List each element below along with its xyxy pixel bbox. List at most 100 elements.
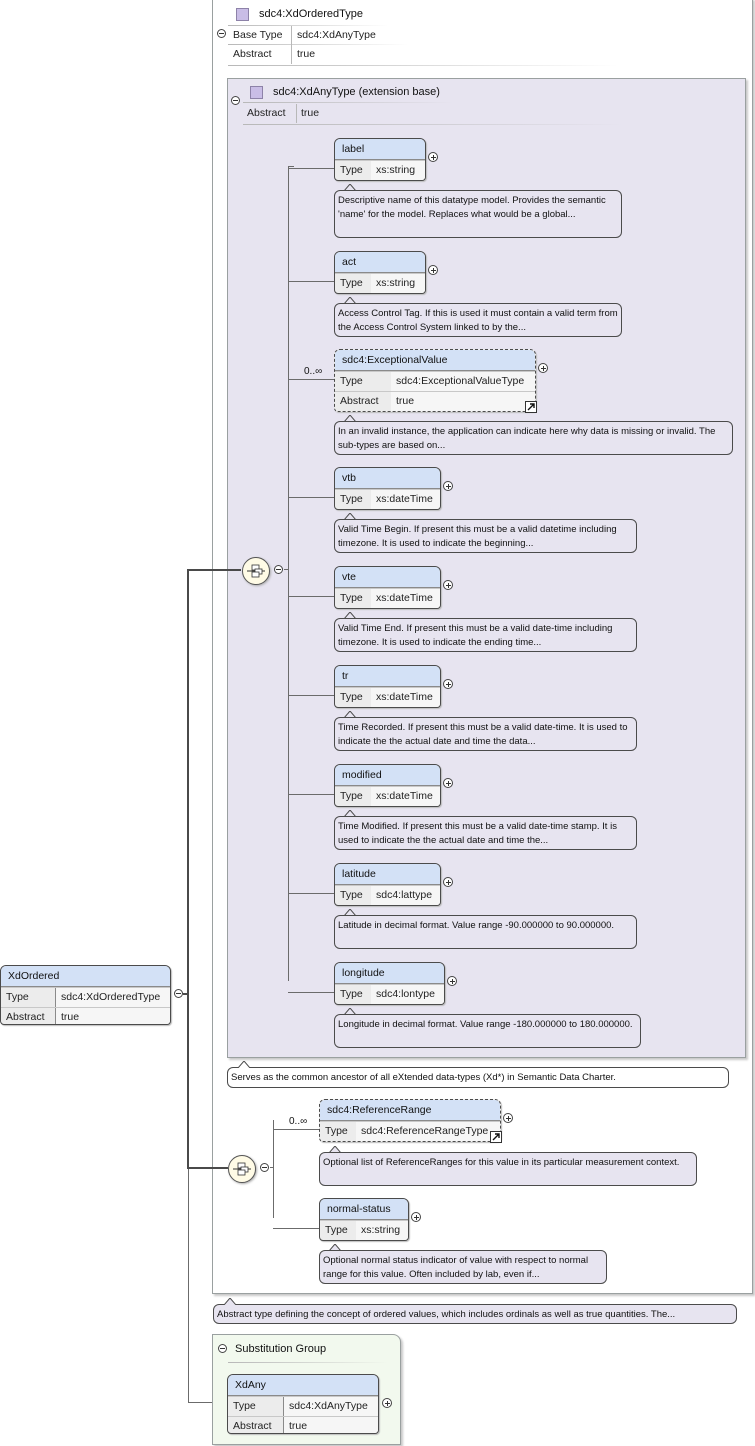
complex-type-icon — [250, 86, 263, 99]
expand-icon[interactable] — [538, 363, 548, 373]
child-element-box[interactable]: longitude Type sdc4:lontype — [334, 962, 445, 1005]
abstract-label: Abstract — [228, 1417, 284, 1433]
child-element-box[interactable]: modified Type xs:dateTime — [334, 764, 441, 807]
expand-icon[interactable] — [447, 976, 457, 986]
root-element-name: XdOrdered — [1, 966, 170, 987]
element-documentation: Valid Time End. If present this must be … — [334, 618, 637, 652]
type-label: Type — [320, 1221, 357, 1240]
expand-type-icon[interactable] — [525, 401, 537, 413]
element-name: latitude — [335, 864, 440, 885]
connector-line — [273, 1129, 319, 1130]
type-label: Type — [335, 372, 392, 391]
type-row: Type xs:dateTime — [335, 489, 440, 509]
doc-notch — [344, 1008, 356, 1015]
abstract-value: true — [391, 392, 535, 411]
type-value: sdc4:ExceptionalValueType — [391, 372, 535, 391]
abstract-value: true — [56, 1008, 170, 1024]
element-documentation: Time Recorded. If present this must be a… — [334, 717, 637, 751]
abstract-label: Abstract — [233, 48, 272, 60]
child-element-box[interactable]: sdc4:ExceptionalValue Type sdc4:Exceptio… — [334, 349, 536, 412]
connector-line — [187, 569, 241, 571]
doc-notch — [344, 184, 356, 191]
element-documentation: Optional list of ReferenceRanges for thi… — [319, 1152, 697, 1186]
type-value: xs:string — [371, 274, 425, 293]
root-element-box[interactable]: XdOrdered Type sdc4:XdOrderedType Abstra… — [0, 965, 171, 1025]
separator — [228, 44, 408, 45]
ordered-type-title: sdc4:XdOrderedType — [259, 8, 363, 20]
separator — [228, 25, 388, 26]
type-row: Type xs:string — [335, 160, 425, 180]
child-element-box[interactable]: tr Type xs:dateTime — [334, 665, 441, 708]
connector-line — [288, 379, 334, 380]
type-value: sdc4:ReferenceRangeType — [356, 1122, 500, 1141]
substitution-element-box[interactable]: XdAny Type sdc4:XdAnyType Abstract true — [227, 1374, 379, 1434]
sequence-compositor-icon[interactable] — [228, 1155, 256, 1183]
sequence-branch-line — [288, 166, 289, 981]
type-value: sdc4:lontype — [371, 985, 444, 1004]
connector-line — [183, 993, 188, 995]
expand-icon[interactable] — [428, 265, 438, 275]
type-value: xs:dateTime — [371, 490, 440, 509]
abstract-label: Abstract — [335, 392, 392, 411]
doc-notch — [329, 1244, 341, 1251]
element-name: label — [335, 139, 425, 160]
type-label: Type — [335, 886, 372, 905]
type-value: sdc4:XdAnyType — [284, 1397, 378, 1416]
expand-icon[interactable] — [503, 1113, 513, 1123]
expand-icon[interactable] — [443, 778, 453, 788]
element-name: normal-status — [320, 1199, 408, 1220]
connector-line — [288, 281, 334, 282]
root-abstract-row: Abstract true — [1, 1007, 170, 1024]
child-element-box[interactable]: latitude Type sdc4:lattype — [334, 863, 441, 906]
element-name: sdc4:ReferenceRange — [320, 1100, 500, 1121]
doc-notch — [344, 810, 356, 817]
connector-line — [288, 497, 334, 498]
child-element-box[interactable]: vtb Type xs:dateTime — [334, 467, 441, 510]
abstract-label: Abstract — [247, 107, 286, 119]
child-element-box[interactable]: vte Type xs:dateTime — [334, 566, 441, 609]
type-row: Type sdc4:XdAnyType — [228, 1396, 378, 1416]
abstract-row: Abstract true — [228, 1416, 378, 1433]
expand-type-icon[interactable] — [490, 1131, 502, 1143]
expand-icon[interactable] — [443, 877, 453, 887]
sequence-compositor-icon[interactable] — [242, 557, 270, 585]
element-documentation: Descriptive name of this datatype model.… — [334, 190, 622, 238]
expand-icon[interactable] — [411, 1212, 421, 1222]
element-name: modified — [335, 765, 440, 786]
collapse-ordered-type-icon[interactable] — [217, 29, 226, 38]
element-name: act — [335, 252, 425, 273]
element-name: tr — [335, 666, 440, 687]
doc-notch — [344, 909, 356, 916]
type-value: sdc4:lattype — [371, 886, 440, 905]
element-documentation: Time Modified. If present this must be a… — [334, 816, 637, 850]
child-element-box[interactable]: label Type xs:string — [334, 138, 426, 181]
expand-icon[interactable] — [382, 1398, 392, 1408]
connector-line — [273, 1228, 319, 1229]
connector-line — [288, 794, 334, 795]
collapse-extension-icon[interactable] — [231, 96, 240, 105]
element-name: vte — [335, 567, 440, 588]
collapse-sequence-icon[interactable] — [274, 565, 283, 574]
type-row: Type xs:dateTime — [335, 588, 440, 608]
connector-line — [288, 893, 334, 894]
element-documentation: Optional normal status indicator of valu… — [319, 1250, 607, 1284]
expand-icon[interactable] — [428, 152, 438, 162]
collapse-substitution-icon[interactable] — [218, 1344, 227, 1353]
child-element-box[interactable]: act Type xs:string — [334, 251, 426, 294]
extension-base-doc: Serves as the common ancestor of all eXt… — [227, 1067, 729, 1088]
collapse-root-icon[interactable] — [174, 989, 183, 998]
expand-icon[interactable] — [443, 580, 453, 590]
child-element-box[interactable]: normal-status Type xs:string — [319, 1198, 409, 1241]
separator — [228, 1362, 388, 1363]
expand-icon[interactable] — [443, 481, 453, 491]
doc-notch — [344, 297, 356, 304]
child-element-box[interactable]: sdc4:ReferenceRange Type sdc4:ReferenceR… — [319, 1099, 501, 1142]
collapse-sequence-icon[interactable] — [260, 1163, 269, 1172]
sequence-branch-line — [288, 166, 294, 167]
expand-icon[interactable] — [443, 679, 453, 689]
connector-line — [187, 1167, 228, 1169]
connector-line — [270, 1167, 274, 1168]
element-documentation: In an invalid instance, the application … — [334, 421, 733, 455]
type-value: xs:string — [356, 1221, 408, 1240]
substitution-element-name: XdAny — [228, 1375, 378, 1396]
